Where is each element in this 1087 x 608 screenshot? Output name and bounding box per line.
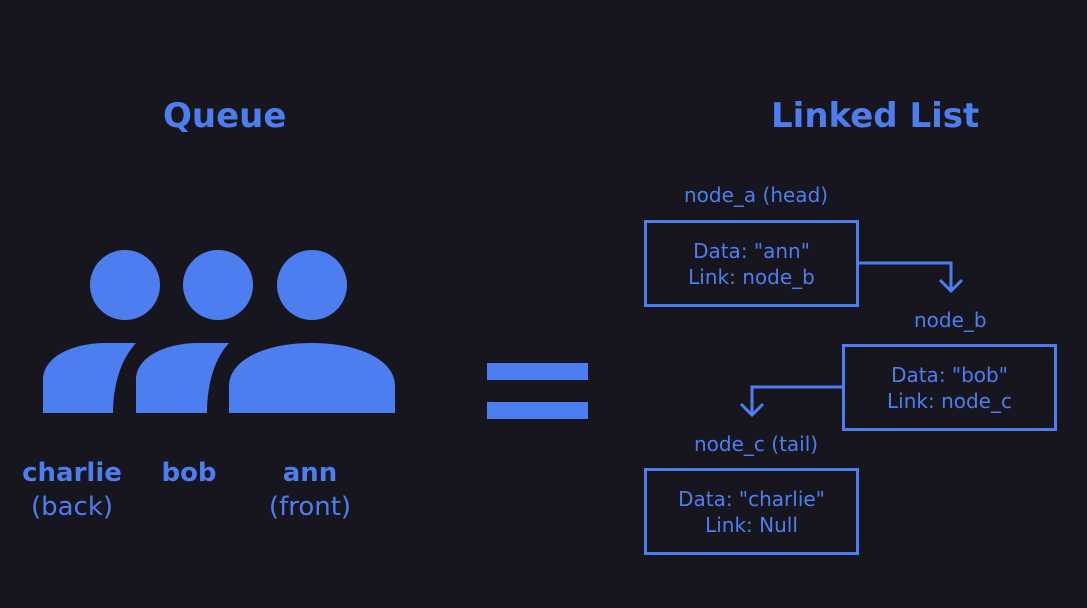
down-arrow-icon-a-to-b: [859, 261, 964, 294]
person-icon-charlie: [43, 250, 160, 413]
person-label-bob: bob: [139, 456, 239, 490]
person-icon-bob: [136, 250, 253, 413]
node-b-label: node_b: [914, 308, 987, 332]
down-arrow-icon-b-to-c: [739, 385, 842, 418]
node-c-label: node_c (tail): [694, 432, 819, 456]
node-link: Link: node_c: [887, 388, 1012, 413]
person-icon-ann: [229, 250, 395, 413]
person-name: bob: [161, 458, 217, 488]
node-data: Data: "bob": [891, 362, 1008, 387]
node-data: Data: "ann": [693, 238, 810, 263]
person-position: (front): [268, 492, 352, 522]
equals-sign-top-bar: [487, 363, 588, 380]
node-link: Link: Null: [705, 512, 798, 537]
equals-sign-bottom-bar: [487, 402, 588, 419]
person-name: ann: [282, 458, 338, 488]
node-a-box: Data: "ann" Link: node_b: [644, 220, 859, 307]
linked-list-title: Linked List: [771, 96, 980, 136]
node-data: Data: "charlie": [678, 486, 825, 511]
node-link: Link: node_b: [688, 264, 815, 289]
person-position: (back): [30, 492, 114, 522]
node-a-label: node_a (head): [684, 183, 829, 207]
node-b-box: Data: "bob" Link: node_c: [842, 344, 1057, 431]
queue-title: Queue: [163, 96, 287, 136]
person-name: charlie: [22, 458, 122, 488]
node-c-box: Data: "charlie" Link: Null: [644, 468, 859, 555]
person-label-charlie: charlie (back): [22, 456, 122, 524]
person-label-ann: ann (front): [260, 456, 360, 524]
